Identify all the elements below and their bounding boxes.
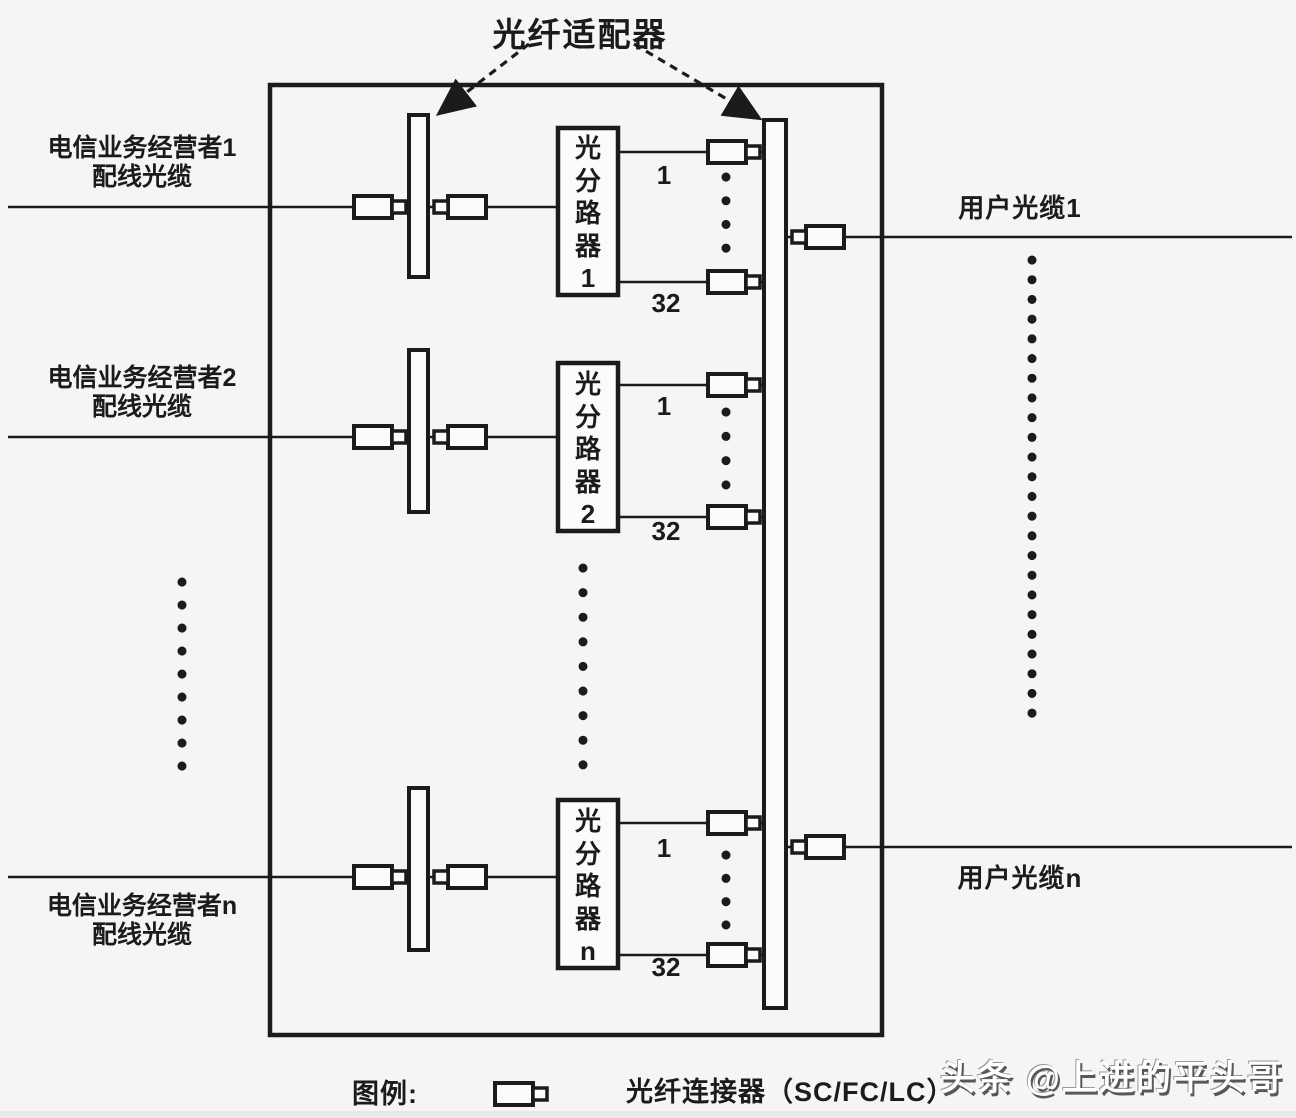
splitter-2-label: 光分路器2: [574, 369, 601, 529]
user-cable-1-label: 用户光缆1: [958, 193, 1082, 223]
bottom-edge-strip: [0, 1111, 1296, 1118]
splitter-1-port-last-label: 32: [651, 288, 681, 318]
splitter-1-label: 光分路器1: [574, 133, 601, 293]
fiber-connector-icon: [706, 269, 762, 295]
fiber-connector-icon: [432, 424, 488, 450]
fiber-connector-icon: [706, 504, 762, 530]
splitter-n-label: 光分路器n: [574, 806, 601, 966]
fiber-connector-icon: [706, 372, 762, 398]
user-cable-n-label: 用户光缆n: [957, 863, 1083, 893]
splitter-box-n: [555, 797, 621, 971]
operator-2-label: 电信业务经营者2 配线光缆: [10, 364, 274, 422]
fiber-connector-icon: [432, 194, 488, 220]
splitter-1-port-first-label: 1: [656, 160, 672, 190]
adapter-bar-1: [407, 113, 430, 279]
operator-n-label-line2: 配线光缆: [91, 921, 192, 949]
splitter-2-port-last-label: 32: [651, 516, 681, 546]
fiber-connector-icon: [432, 864, 488, 890]
operator-n-label: 电信业务经营者n 配线光缆: [10, 892, 274, 950]
watermark-text: 头条 @上进的平头哥: [940, 1059, 1284, 1098]
fiber-connector-icon: [352, 864, 408, 890]
splitter-n-port-last-label: 32: [651, 952, 681, 982]
operator-1-label: 电信业务经营者1 配线光缆: [10, 134, 274, 192]
operator-2-label-line1: 电信业务经营者2: [47, 364, 237, 392]
adapter-bar-2: [407, 348, 430, 514]
fiber-connector-icon: [352, 424, 408, 450]
legend-title: 图例:: [352, 1079, 418, 1109]
adapter-title-label: 光纤适配器: [492, 16, 668, 53]
adapter-pointer-arrow-left: [435, 42, 530, 116]
odf-enclosure-box: [267, 82, 885, 1038]
fiber-connector-icon: [706, 139, 762, 165]
main-adapter-panel: [762, 118, 788, 1010]
splitter-2-port-first-label: 1: [656, 391, 672, 421]
fiber-connector-icon: [706, 810, 762, 836]
splitter-box-2: [555, 360, 621, 534]
fiber-connector-icon: [790, 834, 846, 860]
operator-1-label-line1: 电信业务经营者1: [47, 134, 237, 162]
legend-connector-label: 光纤连接器（SC/FC/LC）: [626, 1077, 955, 1107]
fiber-connector-icon: [706, 942, 762, 968]
operator-n-label-line1: 电信业务经营者n: [46, 892, 238, 920]
fiber-connector-icon: [790, 224, 846, 250]
splitter-box-1: [555, 125, 621, 298]
legend-fiber-connector-icon: [493, 1081, 549, 1107]
adapter-bar-n: [407, 786, 430, 952]
splitter-n-port-first-label: 1: [656, 833, 672, 863]
fiber-connector-icon: [352, 194, 408, 220]
operator-2-label-line2: 配线光缆: [91, 393, 192, 421]
adapter-pointer-arrow-right: [633, 42, 763, 121]
operator-1-label-line2: 配线光缆: [91, 163, 192, 191]
